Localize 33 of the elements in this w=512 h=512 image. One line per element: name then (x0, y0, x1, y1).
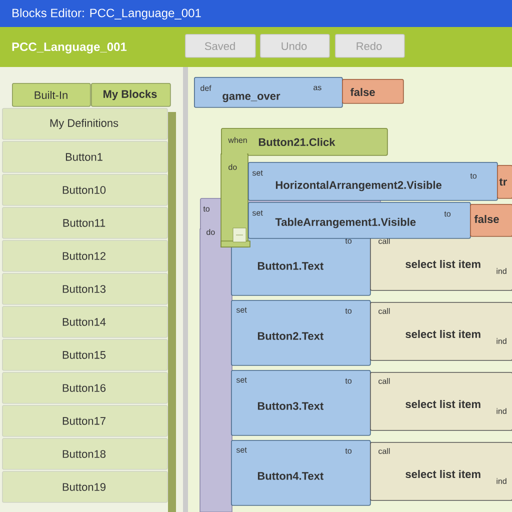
palette-item: Button16 (2, 372, 168, 404)
tab: My Blocks (91, 83, 171, 107)
code-block: set to Button4.Text (231, 440, 371, 506)
node-label: do (228, 164, 237, 170)
code-block: call select list item ind (370, 372, 512, 431)
code-block: call select list item ind (370, 302, 512, 361)
palette-item: Button10 (2, 174, 168, 206)
code-block: false (342, 79, 404, 104)
node-label: do (206, 229, 215, 235)
code-block: false (470, 204, 512, 237)
tab: Built-In (12, 83, 91, 107)
code-block: def game_over as (194, 77, 343, 108)
code-block: tr (497, 165, 512, 199)
palette-item: Button19 (2, 471, 168, 503)
button: Undo (260, 34, 330, 58)
title-bar: Blocks Editor: PCC_Language_001 (0, 0, 512, 27)
palette-item: Button13 (2, 273, 168, 305)
code-block: set TableArrangement1.Visible to (248, 202, 471, 239)
code-block: set to Button2.Text (231, 300, 371, 366)
node-label: to (203, 206, 210, 212)
code-block: set HorizontalArrangement2.Visible to (248, 162, 498, 201)
palette-item: Button1 (2, 141, 168, 173)
button: Redo (335, 34, 405, 58)
palette-item: Button17 (2, 405, 168, 437)
palette-item: Button11 (2, 207, 168, 239)
button: Saved (185, 34, 256, 58)
palette-item: My Definitions (2, 108, 168, 140)
code-block: call select list item ind (370, 442, 512, 501)
palette-item: Button14 (2, 306, 168, 338)
palette-item: Button18 (2, 438, 168, 470)
palette-item: Button12 (2, 240, 168, 272)
code-block: set to Button3.Text (231, 370, 371, 436)
palette-item: Button15 (2, 339, 168, 371)
